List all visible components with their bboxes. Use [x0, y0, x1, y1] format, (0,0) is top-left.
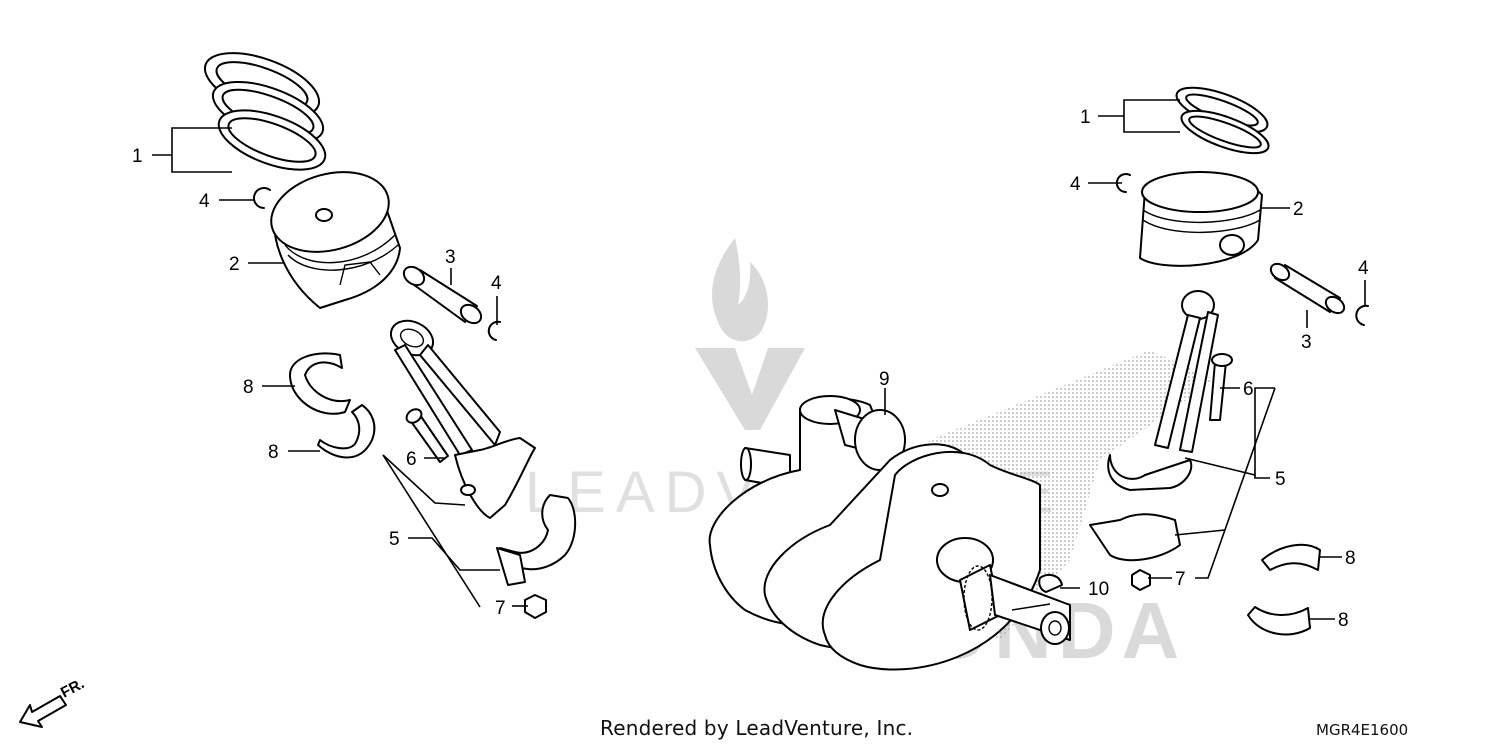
credit-text: Rendered by LeadVenture, Inc. — [600, 716, 914, 740]
piston-pin-clip-right-right — [1355, 304, 1369, 326]
callout-5-left: 5 — [389, 529, 400, 550]
callout-2-left: 2 — [229, 254, 240, 275]
callout-1-right: 1 — [1080, 107, 1091, 128]
conrod-bolt-left — [405, 408, 449, 463]
piston-rings-left — [203, 52, 327, 171]
callout-7-right: 7 — [1175, 569, 1186, 590]
front-indicator-label: FR. — [58, 675, 87, 701]
bearing-lower-left — [317, 404, 376, 459]
callout-1-left: 1 — [132, 146, 143, 167]
piston-pin-left — [402, 265, 483, 325]
callout-3-right: 3 — [1301, 332, 1312, 353]
piston-pin-clip-lower-left — [487, 320, 501, 341]
callout-6-right: 6 — [1243, 379, 1254, 400]
piston-pin-right — [1269, 262, 1346, 315]
callout-8-right-lower: 8 — [1338, 610, 1349, 631]
diagram-code: MGR4E1600 — [1316, 721, 1409, 739]
crankshaft — [708, 395, 1071, 671]
conrod-cap-right — [1089, 513, 1181, 562]
conrod-nut-left — [524, 594, 547, 619]
conrod-bolt-right — [1209, 353, 1233, 421]
piston-rings-right — [1175, 86, 1270, 155]
watermark-logo — [695, 238, 805, 430]
callout-2-right: 2 — [1293, 199, 1304, 220]
piston-pin-clip-left-right — [1115, 173, 1131, 194]
callout-8-left-lower: 8 — [268, 442, 279, 463]
callout-4-left-upper: 4 — [199, 191, 210, 212]
callout-6-left: 6 — [406, 449, 417, 470]
callout-7-left: 7 — [495, 598, 506, 619]
front-arrow-icon — [19, 695, 67, 728]
callout-4-right-left: 4 — [1070, 174, 1081, 195]
callout-9: 9 — [879, 369, 890, 390]
callout-4-right-right: 4 — [1358, 258, 1369, 279]
callout-5-right: 5 — [1275, 469, 1286, 490]
piston-left — [270, 171, 401, 309]
piston-right — [1139, 171, 1263, 267]
leader-lines-right — [1088, 99, 1366, 620]
callout-8-left-upper: 8 — [243, 377, 254, 398]
bearing-upper-right — [1261, 543, 1321, 571]
conrod-cap-left — [499, 494, 577, 571]
conrod-nut-right — [1131, 569, 1151, 591]
leader-lines-left — [152, 127, 528, 608]
bearing-lower-right — [1247, 606, 1311, 636]
callout-4-left-lower: 4 — [491, 273, 502, 294]
callout-8-right-upper: 8 — [1345, 548, 1356, 569]
connecting-rod-left — [389, 319, 536, 519]
bearing-upper-left — [289, 352, 351, 415]
connecting-rod-right — [1107, 290, 1219, 491]
piston-pin-clip-upper-left — [253, 187, 271, 209]
callout-10: 10 — [1088, 579, 1109, 600]
woodruff-key — [1038, 573, 1063, 593]
callout-3-left: 3 — [445, 247, 456, 268]
